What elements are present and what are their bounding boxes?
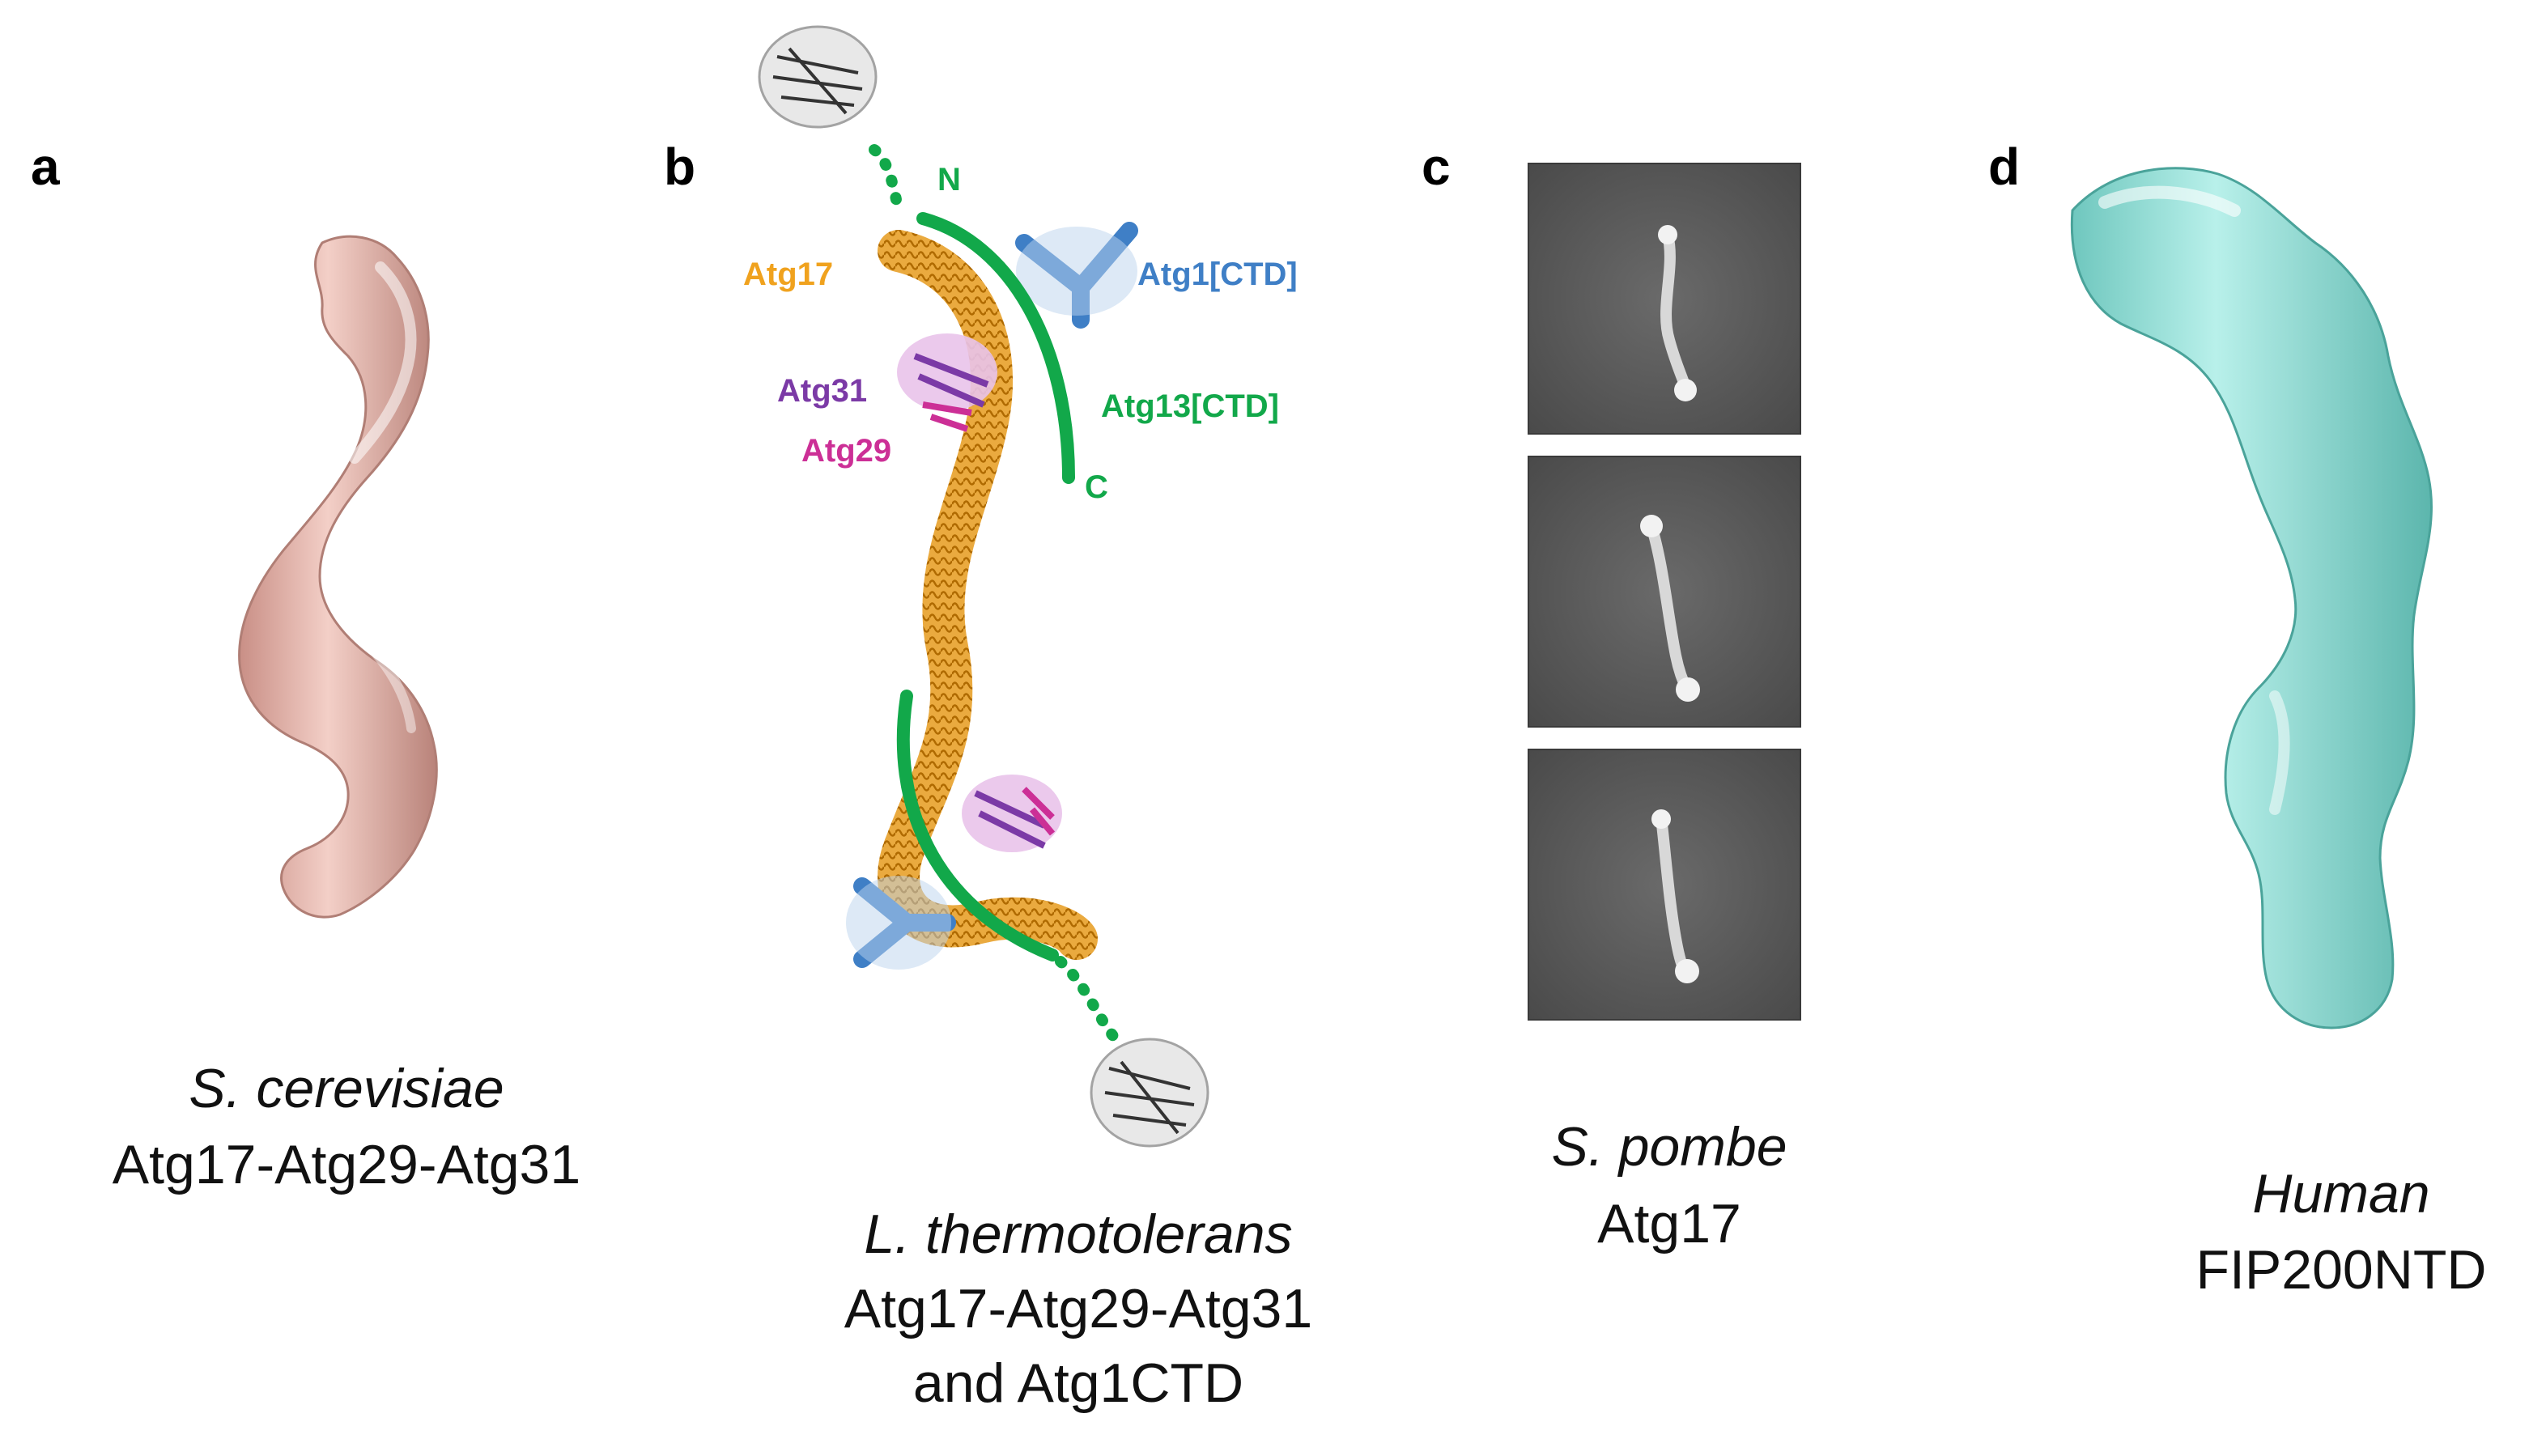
atg13-dots-top: [869, 144, 904, 216]
atg31-label: Atg31: [777, 373, 867, 409]
atg29-atg31-bottom: [962, 775, 1062, 852]
atg13-dots-bottom: [1055, 956, 1119, 1042]
panel-d-species: Human: [2252, 1163, 2429, 1225]
panel-a-species: S. cerevisiae: [189, 1058, 504, 1119]
atg1-ctd-label: Atg1[CTD]: [1137, 257, 1298, 292]
panel-b-species: L. thermotolerans: [864, 1203, 1292, 1265]
class-average-3: [1528, 749, 1801, 1021]
atg13-arc-top: [916, 212, 1075, 484]
panel-a-complex: Atg17-Atg29-Atg31: [113, 1134, 580, 1195]
atg1-mit-domain-top: [758, 25, 878, 129]
atg1-mit-domain-bottom: [1090, 1038, 1209, 1148]
panel-b-complex-line1: Atg17-Atg29-Atg31: [844, 1278, 1312, 1339]
class-average-1: [1528, 163, 1801, 435]
panel-a-highlight-2: [335, 610, 416, 733]
panel-d-letter: d: [1988, 138, 2020, 196]
panel-d-highlight-2: [2269, 690, 2290, 815]
panel-a: a S. cerevisiae Atg17-Atg29-Atg31: [31, 138, 580, 1195]
panel-c: c S. pombe Atg17: [1422, 138, 1801, 1254]
atg1-ctd-bottom: [846, 876, 956, 970]
panel-c-species: S. pombe: [1551, 1116, 1787, 1178]
atg29-label: Atg29: [801, 433, 891, 469]
atg1-ctd-top: [1015, 222, 1138, 329]
panel-a-highlight: [349, 261, 417, 464]
panel-d: d Human FIP200NTD: [1988, 138, 2487, 1301]
atg17-label: Atg17: [743, 257, 833, 292]
panel-d-density-map: [2070, 167, 2433, 1029]
class-average-2: [1528, 456, 1801, 728]
panel-c-complex: Atg17: [1597, 1193, 1741, 1254]
c-terminus-label: C: [1085, 469, 1108, 505]
n-terminus-label: N: [937, 162, 961, 197]
panel-d-complex: FIP200NTD: [2196, 1239, 2487, 1301]
panel-c-letter: c: [1422, 138, 1451, 196]
atg13-arc-bottom: [896, 690, 1059, 961]
atg29-atg31-top: [897, 333, 997, 432]
panel-a-letter: a: [31, 138, 60, 196]
panel-b-letter: b: [664, 138, 695, 196]
panel-b-complex-line2: and Atg1CTD: [913, 1352, 1243, 1414]
panel-b: b: [664, 25, 1312, 1414]
atg13-ctd-label: Atg13[CTD]: [1101, 388, 1279, 424]
panel-d-highlight: [2098, 185, 2241, 217]
